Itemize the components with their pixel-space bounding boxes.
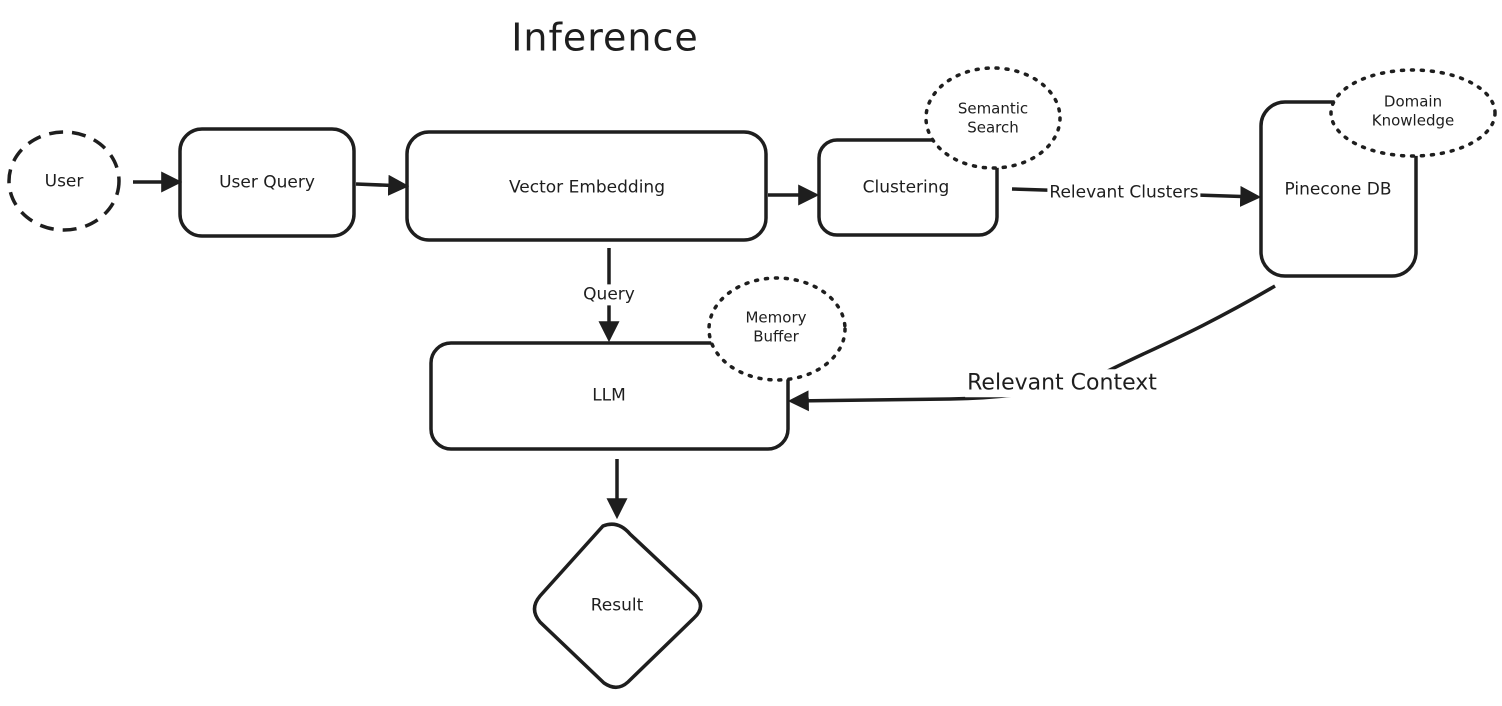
domain-knowledge-label: Domain Knowledge xyxy=(1371,92,1455,129)
llm-label: LLM xyxy=(592,385,626,406)
relevant-clusters-label: Relevant Clusters xyxy=(1047,182,1201,204)
vector-embedding-label: Vector Embedding xyxy=(509,177,665,198)
query-edge-label: Query xyxy=(581,284,637,306)
semantic-search-label: Semantic Search xyxy=(957,99,1029,136)
diagram-title: Inference xyxy=(511,15,699,60)
user-node[interactable] xyxy=(7,130,121,232)
pinecone-db-label: Pinecone DB xyxy=(1284,179,1392,200)
result-label: Result xyxy=(590,595,644,616)
user-label: User xyxy=(44,171,84,192)
memory-buffer-node[interactable] xyxy=(707,276,847,382)
domain-knowledge-node[interactable] xyxy=(1329,68,1497,158)
semantic-search-node[interactable] xyxy=(924,66,1062,170)
edge-query-to-embedding xyxy=(355,174,410,196)
relevant-context-label: Relevant Context xyxy=(965,369,1159,397)
memory-buffer-label: Memory Buffer xyxy=(745,308,807,345)
result-node[interactable] xyxy=(532,522,703,689)
clustering-label: Clustering xyxy=(862,177,950,198)
user-query-label: User Query xyxy=(219,172,315,193)
